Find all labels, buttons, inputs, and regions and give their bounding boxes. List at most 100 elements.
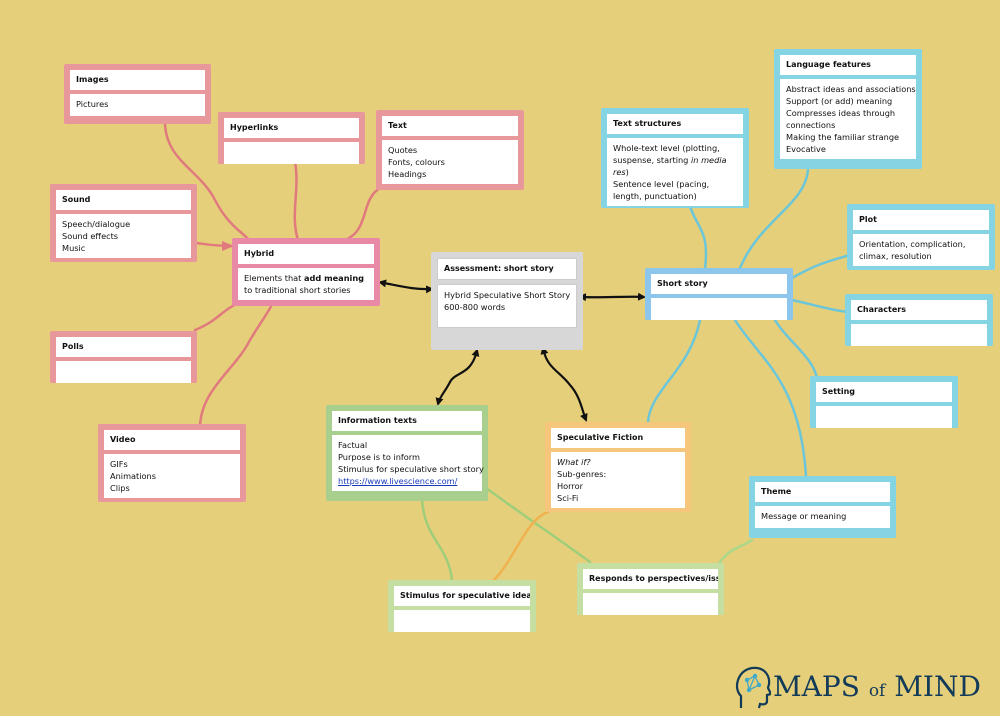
node-video-title: Video	[104, 430, 240, 450]
logo-text-mind: MIND	[885, 670, 981, 703]
node-text-structures-body: Whole-text level (plotting, suspense, st…	[607, 138, 743, 206]
node-images-body: Pictures	[70, 94, 205, 116]
node-video-body: GIFs Animations Clips	[104, 454, 240, 498]
node-setting-body	[816, 406, 952, 428]
node-characters-title: Characters	[851, 300, 987, 320]
node-short-story[interactable]: Short story	[645, 268, 793, 320]
arrow-hybrid-assessment	[378, 279, 434, 294]
sound-line-speech: Speech/dialogue	[62, 219, 131, 229]
textstructures-line-wholetext: Whole-text level (plotting, suspense, st…	[613, 142, 737, 178]
node-hyperlinks[interactable]: Hyperlinks	[218, 112, 365, 164]
specfiction-line-horror: Horror	[557, 481, 583, 491]
node-information-texts[interactable]: Information texts Factual Purpose is to …	[326, 405, 488, 501]
logo-wordmark: MAPS of MIND	[773, 670, 981, 703]
node-language-features-body: Abstract ideas and associations Support …	[780, 79, 916, 159]
textstructures-wholetext-post: )	[625, 167, 629, 177]
langfeatures-line-familiar: Making the familiar strange	[786, 132, 900, 142]
node-information-texts-body: Factual Purpose is to inform Stimulus fo…	[332, 435, 484, 491]
node-polls-title: Polls	[56, 337, 191, 357]
node-characters[interactable]: Characters	[845, 294, 993, 346]
video-line-gifs: GIFs	[110, 459, 128, 469]
video-line-clips: Clips	[110, 483, 130, 493]
node-polls[interactable]: Polls	[50, 331, 197, 383]
link-infotexts-responds	[484, 486, 592, 564]
node-setting[interactable]: Setting	[810, 376, 958, 428]
specfiction-line-subgenres: Sub-genres:	[557, 469, 607, 479]
node-sound-body: Speech/dialogue Sound effects Music	[56, 214, 191, 258]
node-hyperlinks-body	[224, 142, 359, 164]
specfiction-line-scifi: Sci-Fi	[557, 493, 579, 503]
specfiction-line-whatif: What if?	[557, 456, 679, 468]
infotexts-line-stimulus: Stimulus for speculative short story	[338, 464, 484, 474]
infotexts-link-livescience[interactable]: https://www.livescience.com/	[338, 476, 458, 486]
node-stimulus-body	[394, 610, 530, 632]
node-text-structures-title: Text structures	[607, 114, 743, 134]
node-sound[interactable]: Sound Speech/dialogue Sound effects Musi…	[50, 184, 197, 262]
link-textstructures-shortstory	[688, 204, 708, 270]
node-images-title: Images	[70, 70, 205, 90]
link-images-hybrid	[163, 120, 252, 243]
langfeatures-line-abstract: Abstract ideas and associations	[786, 84, 916, 94]
assessment-line-type: Hybrid Speculative Short Story	[444, 290, 571, 300]
link-specfiction-stimulus	[490, 510, 550, 584]
node-theme[interactable]: Theme Message or meaning	[749, 476, 896, 538]
arrow-assessment-specfiction	[540, 346, 588, 422]
node-assessment-title: Assessment: short story	[437, 258, 577, 280]
link-theme-responds	[718, 538, 754, 564]
hybrid-description: Elements that add meaning to traditional…	[244, 272, 368, 296]
link-characters-shortstory	[790, 298, 850, 314]
textstructures-line-sentence: Sentence level (pacing, length, punctuat…	[613, 179, 710, 201]
video-line-animations: Animations	[110, 471, 157, 481]
node-images[interactable]: Images Pictures	[64, 64, 211, 124]
node-responds-body	[583, 593, 718, 615]
node-sound-title: Sound	[56, 190, 191, 210]
link-infotexts-stimulus	[420, 498, 454, 582]
node-assessment-body: Hybrid Speculative Short Story 600-800 w…	[437, 284, 577, 328]
node-hybrid-title: Hybrid	[238, 244, 374, 264]
node-information-texts-title: Information texts	[332, 411, 482, 431]
arrow-assessment-infotexts	[435, 348, 480, 406]
textstructures-wholetext-italic: in media res	[613, 155, 727, 177]
node-stimulus-title: Stimulus for speculative ideas	[394, 586, 530, 606]
infotexts-line-factual: Factual	[338, 440, 368, 450]
specfiction-whatif-italic: What if?	[557, 457, 591, 467]
node-speculative-fiction[interactable]: Speculative Fiction What if? Sub-genres:…	[545, 422, 691, 512]
assessment-line-length: 600-800 words	[444, 302, 506, 312]
node-text-body: Quotes Fonts, colours Headings	[382, 140, 518, 184]
head-brain-icon	[735, 666, 771, 709]
node-video[interactable]: Video GIFs Animations Clips	[98, 424, 246, 502]
theme-line-message: Message or meaning	[761, 511, 847, 521]
link-plot-shortstory	[790, 253, 852, 280]
node-speculative-fiction-body: What if? Sub-genres: Horror Sci-Fi	[551, 452, 685, 508]
langfeatures-line-support: Support (or add) meaning	[786, 96, 893, 106]
logo-text-of: of	[868, 681, 886, 701]
node-setting-title: Setting	[816, 382, 952, 402]
sound-line-effects: Sound effects	[62, 231, 119, 241]
link-video-hybrid	[198, 302, 274, 430]
link-specfiction-shortstory	[646, 318, 702, 424]
text-line-headings: Headings	[388, 169, 427, 179]
node-plot-body: Orientation, complication, climax, resol…	[853, 234, 989, 266]
node-assessment[interactable]: Assessment: short story Hybrid Speculati…	[431, 252, 583, 350]
node-language-features[interactable]: Language features Abstract ideas and ass…	[774, 49, 922, 169]
link-text-hybrid	[343, 186, 382, 242]
link-theme-shortstory	[733, 318, 808, 478]
node-hybrid[interactable]: Hybrid Elements that add meaning to trad…	[232, 238, 380, 306]
node-theme-body: Message or meaning	[755, 506, 890, 528]
node-hyperlinks-title: Hyperlinks	[224, 118, 359, 138]
logo-text-maps: MAPS	[773, 670, 869, 703]
node-text[interactable]: Text Quotes Fonts, colours Headings	[376, 110, 524, 190]
node-plot[interactable]: Plot Orientation, complication, climax, …	[847, 204, 995, 270]
text-line-quotes: Quotes	[388, 145, 418, 155]
langfeatures-line-evocative: Evocative	[786, 144, 826, 154]
node-responds[interactable]: Responds to perspectives/issues	[577, 563, 724, 615]
node-speculative-fiction-title: Speculative Fiction	[551, 428, 685, 448]
plot-line-structure: Orientation, complication, climax, resol…	[859, 239, 966, 261]
node-plot-title: Plot	[853, 210, 989, 230]
node-stimulus[interactable]: Stimulus for speculative ideas	[388, 580, 536, 632]
textstructures-wholetext-pre: Whole-text level (plotting, suspense, st…	[613, 143, 720, 165]
node-theme-title: Theme	[755, 482, 890, 502]
link-languagefeatures-shortstory	[738, 168, 810, 270]
node-text-structures[interactable]: Text structures Whole-text level (plotti…	[601, 108, 749, 208]
